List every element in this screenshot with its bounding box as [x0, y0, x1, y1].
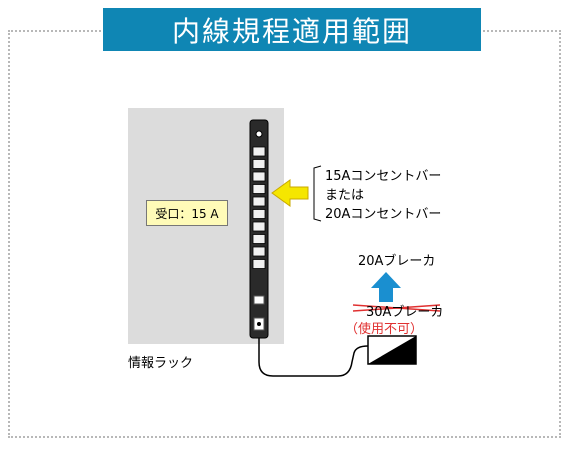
title-banner: 内線規程適用範囲 — [103, 8, 481, 51]
breaker-icon — [367, 335, 417, 365]
outlet-socket — [252, 184, 266, 194]
breaker-old-note: （使用不可） — [345, 322, 424, 337]
outlet-socket — [252, 259, 266, 269]
callout-bracket — [313, 165, 322, 222]
rack-label: 情報ラック — [128, 356, 194, 371]
outlet-socket — [252, 246, 266, 257]
outlet-socket — [252, 209, 266, 219]
blue-arrow-up-icon — [371, 272, 401, 302]
outlet-socket — [252, 171, 266, 182]
receptacle-label: 受口：15 A — [146, 200, 228, 226]
breaker-new-label: 20Aブレーカ — [358, 254, 436, 269]
outlet-socket — [252, 196, 266, 207]
breaker-old-label: 30Aブレーカ — [366, 305, 444, 320]
outlet-socket — [252, 221, 266, 232]
yellow-arrow-left-icon — [271, 179, 309, 207]
outlet-socket — [252, 159, 266, 169]
callout-line-1: 15Aコンセントバー — [325, 169, 442, 184]
outlet-column — [252, 130, 266, 269]
outlet-socket — [252, 146, 266, 157]
power-cable — [258, 338, 369, 377]
power-strip — [249, 119, 269, 339]
strike-line — [352, 304, 441, 312]
strip-top-port — [255, 130, 263, 138]
outlet-socket — [252, 234, 266, 244]
callout-line-3: 20Aコンセントバー — [325, 207, 442, 222]
callout-line-2: または — [325, 188, 365, 203]
